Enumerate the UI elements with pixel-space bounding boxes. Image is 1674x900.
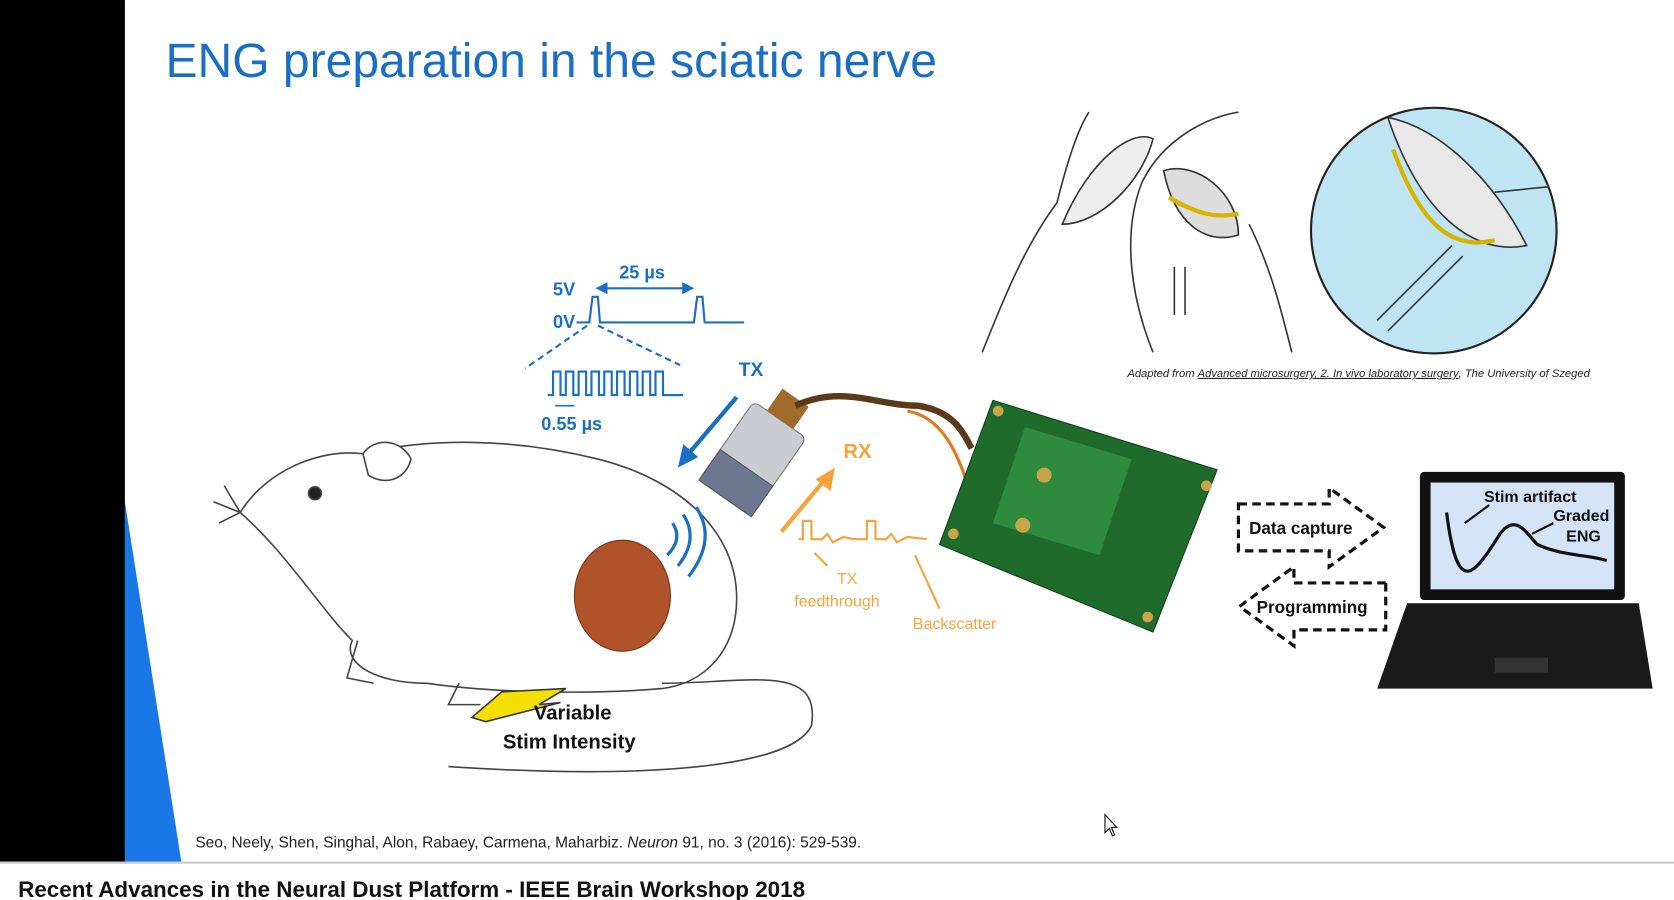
slide-title: ENG preparation in the sciatic nerve: [165, 35, 937, 88]
ultrasound-transducer: [698, 388, 975, 518]
graded-eng-line2: ENG: [1566, 528, 1601, 545]
rx-label: RX: [843, 441, 872, 463]
data-capture-arrow: [1236, 484, 1387, 571]
stim-label-line2: Stim Intensity: [503, 731, 637, 753]
laptop-illustration: [1377, 471, 1653, 689]
data-capture-label: Data capture: [1249, 519, 1352, 538]
programming-label: Programming: [1257, 598, 1368, 617]
pcb-board: [938, 399, 1218, 633]
image-credit: Adapted from Advanced microsurgery, 2. I…: [1126, 368, 1590, 380]
graded-eng-line1: Graded: [1553, 508, 1609, 525]
tx-label: TX: [739, 360, 764, 381]
surgical-illustration: [981, 106, 1558, 355]
backscatter-label: Backscatter: [913, 616, 997, 633]
tx-feedthrough-line2: feedthrough: [794, 593, 879, 610]
rx-arrow: [779, 467, 835, 534]
voltage-low-label: 0V: [553, 312, 575, 332]
citation: Seo, Neely, Shen, Singhal, Alon, Rabaey,…: [195, 835, 861, 852]
period-label: 25 µs: [619, 263, 665, 283]
video-title: Recent Advances in the Neural Dust Platf…: [18, 877, 805, 900]
tx-waveform: [524, 282, 745, 407]
ultrasound-waves-icon: [666, 506, 707, 578]
implant-photo: [573, 539, 671, 652]
mouse-cursor-icon: [1104, 813, 1118, 837]
stim-label-line1: Variable: [534, 703, 612, 725]
tx-feedthrough-line1: TX: [837, 571, 858, 588]
programming-arrow: [1236, 563, 1388, 650]
rx-waveform: [798, 519, 941, 609]
stim-artifact-label: Stim artifact: [1484, 489, 1577, 506]
left-black-bar: [0, 0, 125, 863]
tx-arrow: [677, 395, 739, 468]
lightning-bolt-icon: [470, 687, 567, 723]
pulse-width-label: 0.55 µs: [541, 414, 602, 434]
voltage-high-label: 5V: [553, 280, 575, 300]
blue-accent-wedge: [124, 501, 182, 863]
